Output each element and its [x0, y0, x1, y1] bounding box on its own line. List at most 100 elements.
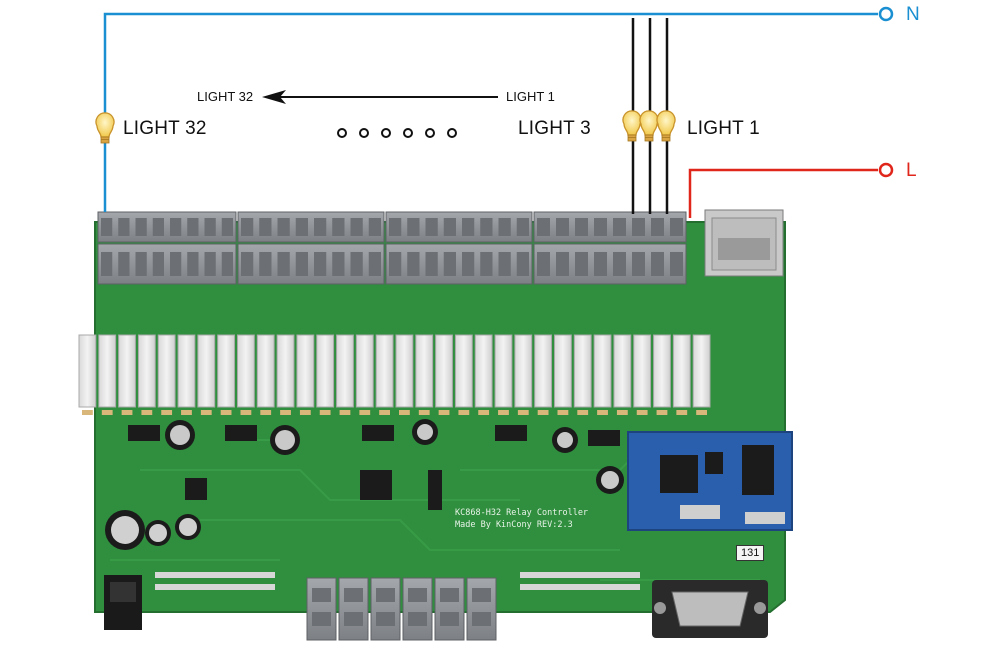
- relay-led: [181, 410, 192, 415]
- terminal-slot: [575, 218, 588, 236]
- sequence-arrow: [262, 90, 498, 104]
- relay-row: [78, 334, 711, 415]
- terminal-slot: [118, 252, 130, 276]
- relay: [336, 334, 354, 408]
- relay: [593, 334, 612, 408]
- relay: [118, 334, 136, 408]
- light-bulb-icon: [95, 112, 115, 144]
- terminal-slot: [332, 218, 345, 236]
- relay-led: [438, 410, 450, 415]
- relay-controller-board: [78, 209, 793, 641]
- ellipsis-dots: [337, 128, 457, 138]
- board-maker-text: Made By KinCony REV:2.3: [455, 520, 573, 530]
- relay-led: [577, 410, 589, 415]
- terminal-slot: [516, 252, 529, 276]
- relay-led: [280, 410, 291, 415]
- relay-led: [359, 410, 371, 415]
- terminal-slot: [187, 252, 199, 276]
- relay: [633, 334, 652, 408]
- relay: [474, 334, 493, 408]
- relay: [98, 334, 117, 408]
- terminal-slot: [101, 252, 113, 276]
- terminal-slot: [407, 252, 420, 276]
- relay: [256, 334, 275, 408]
- relay-led: [418, 410, 430, 415]
- terminal-slot: [613, 252, 626, 276]
- terminal-slot: [670, 218, 683, 236]
- relay: [276, 334, 295, 408]
- relay: [197, 334, 216, 408]
- input-terminal: [434, 577, 465, 641]
- relay-led: [636, 410, 648, 415]
- terminal-slot: [259, 252, 272, 276]
- relay-led: [141, 410, 153, 415]
- relay-led: [339, 410, 351, 415]
- relay-led: [458, 410, 470, 415]
- live-terminal-dot: [878, 162, 894, 178]
- relay-led: [82, 410, 93, 415]
- light-1-label: LIGHT 1: [687, 118, 760, 139]
- relay-led: [517, 410, 529, 415]
- input-terminal-slot: [312, 612, 331, 626]
- board-model-text: KC868-H32 Relay Controller: [455, 508, 589, 518]
- capacitors: [105, 419, 624, 550]
- terminal-slot: [462, 218, 475, 236]
- input-terminal-slot: [376, 612, 395, 626]
- terminal-slot: [221, 218, 233, 236]
- terminal-slot: [632, 252, 645, 276]
- terminal-slot: [101, 218, 113, 236]
- relay-led: [101, 410, 113, 415]
- board-id-badge: 131: [736, 545, 765, 561]
- input-terminal-slot: [472, 588, 491, 602]
- relay: [692, 334, 711, 408]
- terminal-slot: [241, 252, 254, 276]
- relay: [435, 334, 453, 408]
- terminal-slot: [443, 252, 456, 276]
- relay-led: [299, 410, 311, 415]
- terminal-slot: [389, 252, 402, 276]
- terminal-slot: [462, 252, 475, 276]
- relay: [573, 334, 592, 408]
- arrow-target-label: LIGHT 32: [197, 89, 254, 104]
- relay: [177, 334, 196, 408]
- relay-led: [200, 410, 212, 415]
- relay: [653, 334, 671, 408]
- relay: [137, 334, 156, 408]
- relay-led: [161, 410, 173, 415]
- terminal-slot: [187, 218, 199, 236]
- terminal-slot: [498, 218, 511, 236]
- input-terminal-slot: [408, 612, 427, 626]
- light-bulb-icon: [639, 110, 659, 142]
- input-terminal-blocks: [306, 577, 497, 641]
- terminal-slot: [350, 218, 363, 236]
- input-terminal-slot: [440, 588, 459, 602]
- light-bulb-icon: [622, 110, 642, 142]
- terminal-slot: [152, 252, 164, 276]
- live-wire: [688, 168, 878, 218]
- dc-power-jack: [104, 575, 142, 630]
- terminal-slot: [170, 252, 182, 276]
- relay: [237, 334, 255, 408]
- terminal-slot: [350, 252, 363, 276]
- terminal-slot: [594, 252, 607, 276]
- terminal-slot: [556, 218, 569, 236]
- terminal-slot: [480, 252, 493, 276]
- db9-serial-connector: [652, 580, 768, 638]
- terminal-slot: [152, 218, 164, 236]
- input-terminal-slot: [408, 588, 427, 602]
- terminal-slot: [170, 218, 182, 236]
- terminal-slot: [204, 252, 216, 276]
- terminal-slot: [537, 218, 550, 236]
- relay: [613, 334, 632, 408]
- relay-led: [121, 410, 133, 415]
- terminal-slot: [118, 218, 130, 236]
- light-3-label: LIGHT 3: [518, 118, 591, 139]
- terminal-slot: [407, 218, 420, 236]
- relay-led: [557, 410, 569, 415]
- terminal-slot: [537, 252, 550, 276]
- relay-led: [616, 410, 628, 415]
- light-bulb-icon: [656, 110, 676, 142]
- input-terminal-slot: [440, 612, 459, 626]
- terminal-slot: [425, 218, 438, 236]
